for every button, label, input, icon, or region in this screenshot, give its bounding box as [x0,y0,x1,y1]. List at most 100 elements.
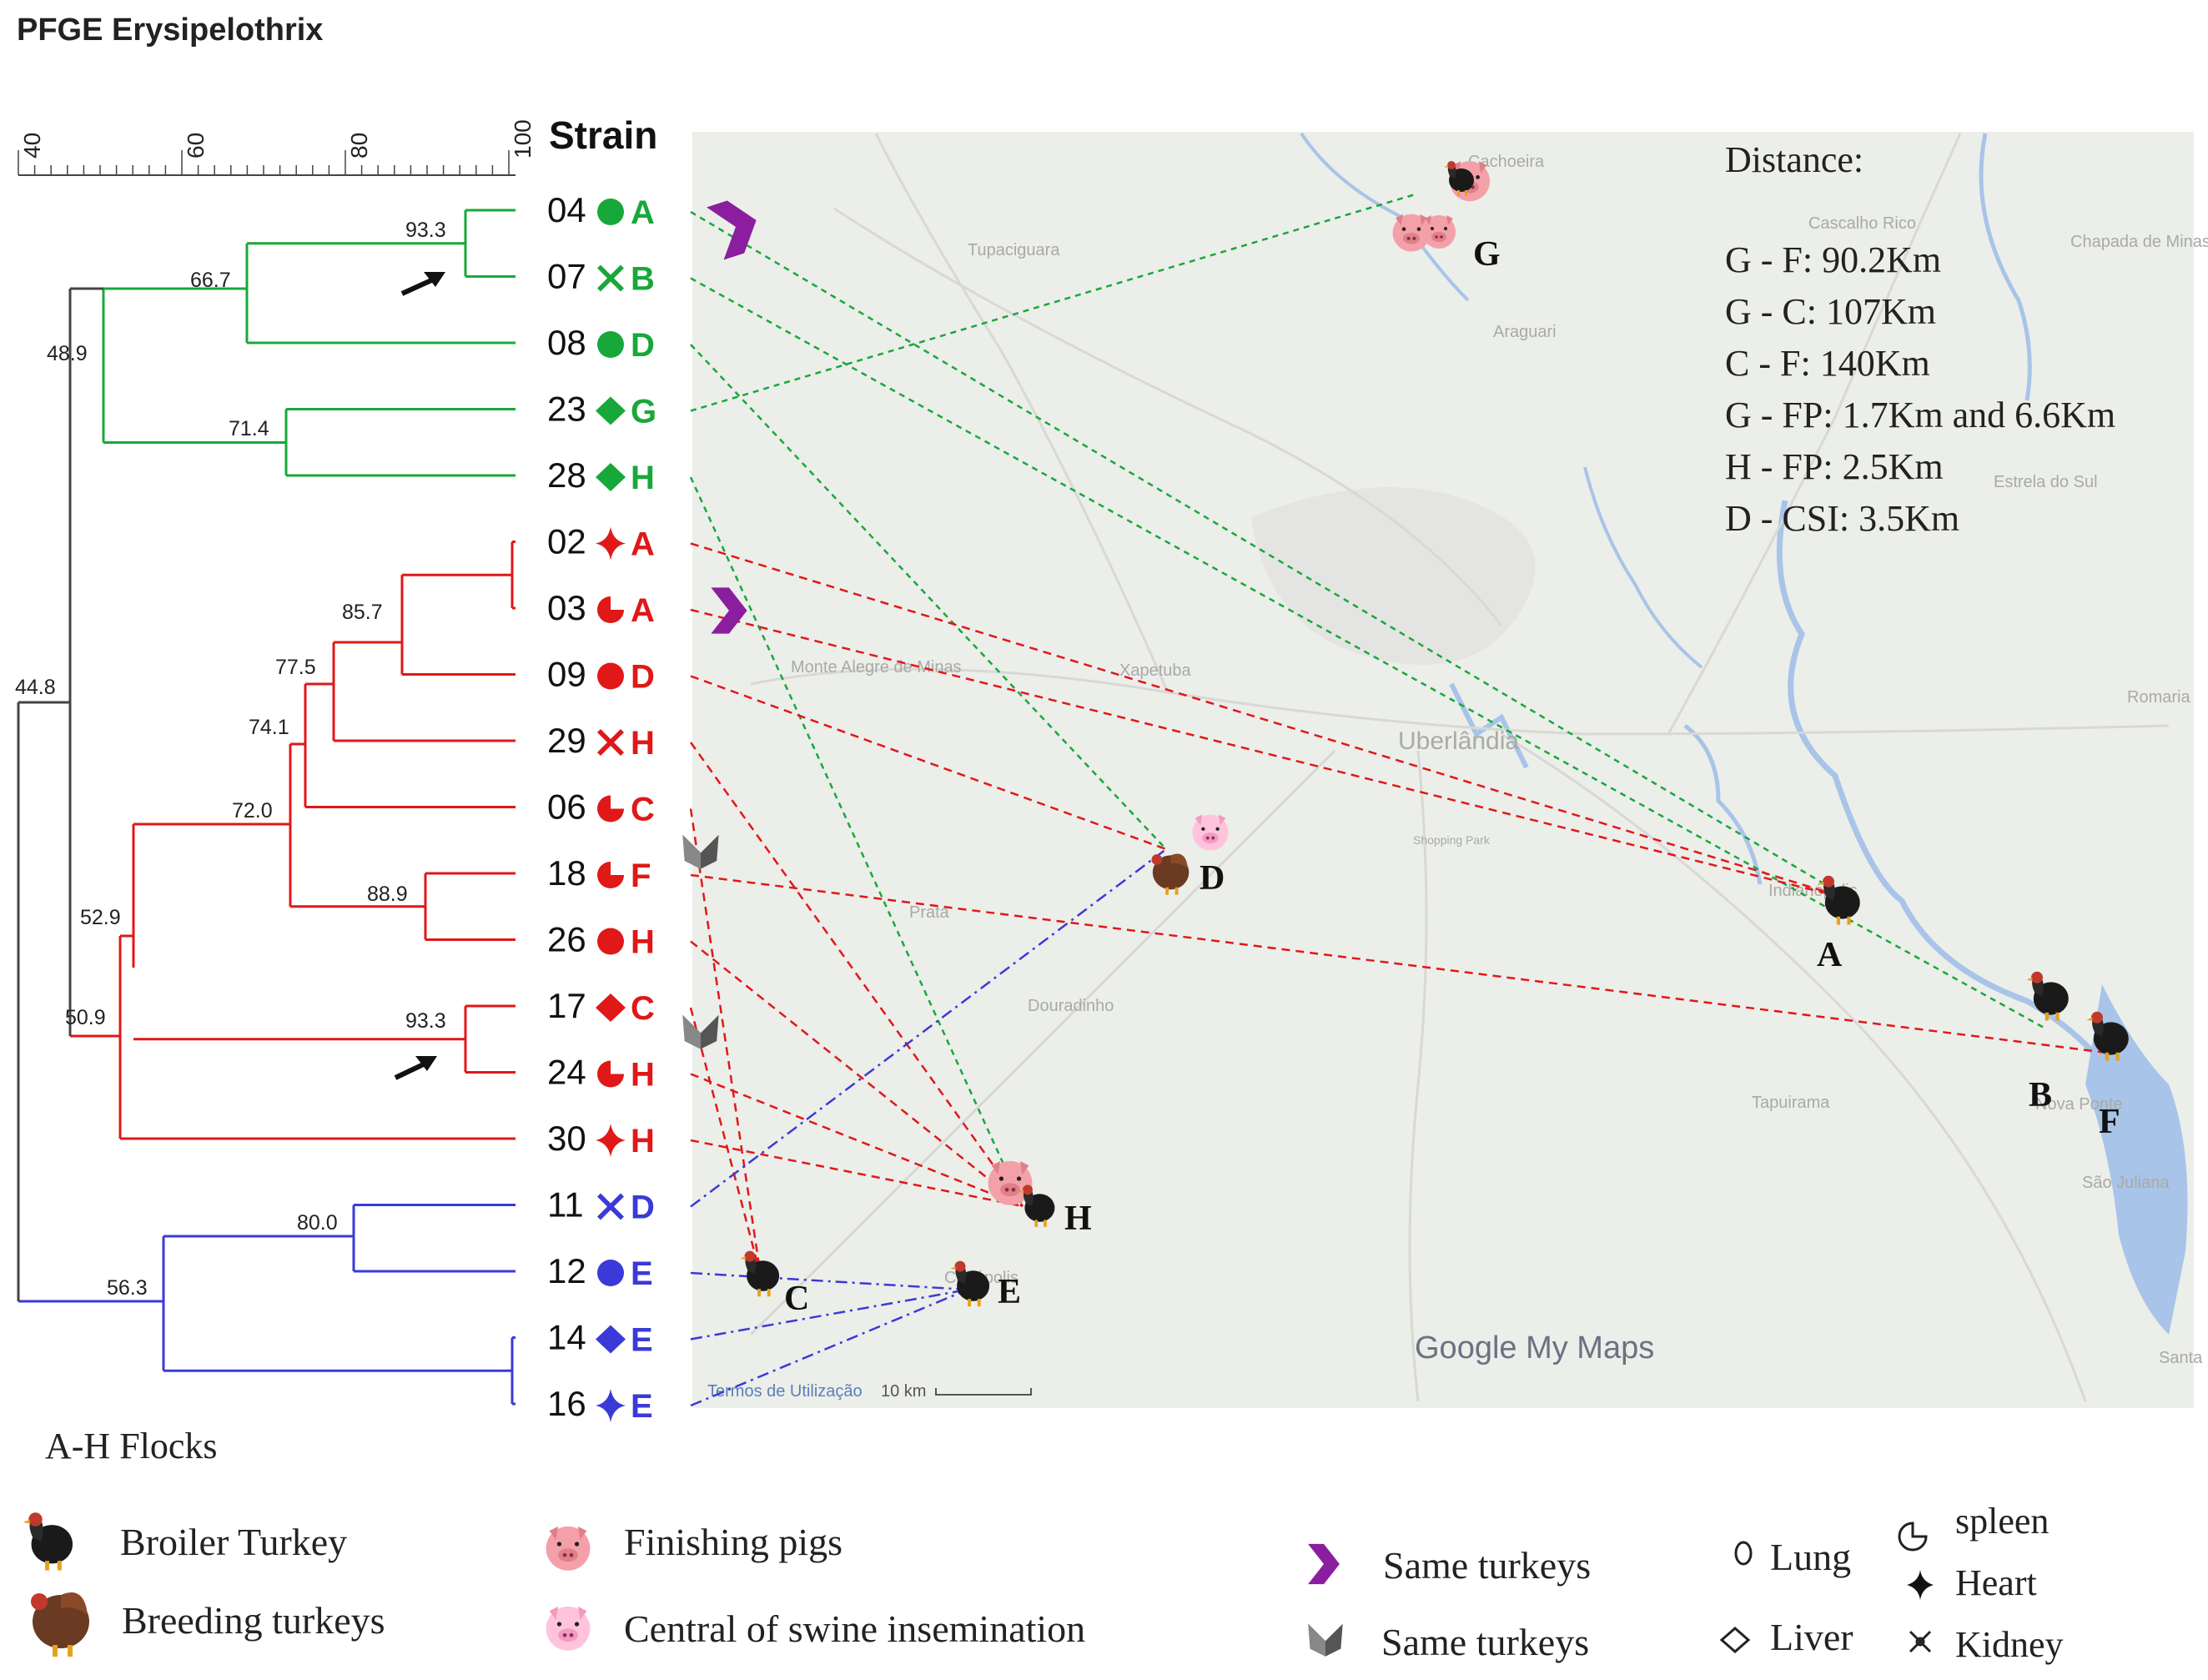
similarity-value: 48.9 [47,342,88,365]
breeding-turkey-icon [31,1592,89,1657]
strain-connector [690,277,2048,1031]
similarity-value: 50.9 [65,1006,106,1029]
insemination-pig-icon [546,1606,591,1651]
broiler-turkey-icon [23,1512,73,1571]
lung-shape-icon [1734,1541,1753,1566]
strain-flock: E [631,1322,653,1359]
strain-connector [690,1288,968,1407]
strain-id: 26 [547,920,586,959]
site-e: E [950,1260,1021,1311]
strain-row: 28 H [547,455,655,496]
strain-flock: H [631,460,655,496]
strain-flock: H [631,1123,655,1159]
scale-tick-100: 100 [510,119,536,158]
strain-id: 09 [547,655,586,694]
strain-flock: F [631,858,651,894]
strain-header: Strain [549,113,657,157]
legend-spleen: spleen [1955,1501,2049,1542]
strain-connector [689,1007,762,1277]
site-label-h: H [1064,1200,1092,1238]
similarity-scale: 40 60 80 100 [18,119,536,176]
kidney-shape-icon [1909,1630,1932,1653]
legend-same2: Same turkeys [1381,1621,1589,1663]
strain-id: 06 [547,787,586,827]
strain-flock: B [631,261,655,298]
map-brand: Google My Maps [1415,1330,1654,1366]
strain-id: 29 [547,721,586,760]
legend-csi: Central of swine insemination [624,1607,1085,1650]
site-b: B [2026,971,2069,1114]
strain-row: 16 E [547,1384,653,1425]
site-label-b: B [2029,1076,2052,1114]
strain-connector [690,1271,968,1291]
legend-heart: Heart [1955,1562,2037,1603]
spleen-tissue-icon [597,1060,624,1088]
similarity-value: 72.0 [232,799,273,822]
strain-flock: H [631,725,655,762]
map-scale-bar [935,1388,1032,1396]
strain-id: 28 [547,455,586,495]
legend-broiler: Broiler Turkey [120,1521,347,1563]
place-sao-juliana: São Juliana [2082,1174,2170,1192]
place-estrela-sul: Estrela do Sul [1994,473,2098,491]
site-a: A [1817,875,1860,974]
lung-tissue-icon [597,331,624,358]
similarity-value: 77.5 [275,656,316,679]
strain-connector [690,192,1419,412]
place-monte-alegre: Monte Alegre de Minas [791,658,962,677]
site-label-e: E [998,1273,1021,1311]
map-terms: Termos de Utilização [707,1382,863,1401]
legend-finishing: Finishing pigs [624,1521,842,1563]
place-romaria: Romaria [2127,688,2190,707]
finishing-pig-icon [1422,215,1456,249]
strain-id: 02 [547,522,586,561]
similarity-value: 93.3 [405,1009,446,1033]
strain-row: 18 F [547,853,651,894]
legend: A-H Flocks Broiler Turkey Breeding turke… [23,1426,2064,1665]
strain-flock: E [631,1388,653,1425]
legend-breeding: Breeding turkeys [122,1599,385,1642]
legend-lung: Lung [1770,1536,1851,1578]
site-g: G [1392,161,1501,274]
same-turkeys-check-icon [1308,1623,1343,1657]
similarity-labels: 93.366.748.971.485.777.574.172.088.993.3… [15,219,446,1300]
map-sites: G D A B F H C E [740,161,2129,1318]
place-uberlandia: Uberlândia [1398,727,1519,755]
strain-id: 18 [547,853,586,893]
strain-id: 23 [547,390,586,429]
strain-flock: A [631,592,655,629]
strain-id: 16 [547,1384,586,1423]
legend-flocks: A-H Flocks [45,1426,218,1466]
place-nova-ponte: Nova Ponte [2035,1095,2123,1114]
similarity-value: 52.9 [80,906,121,929]
map-place-names: Tupaciguara Araguari Cascalho Rico Chapa… [791,153,2208,1367]
legend-liver: Liver [1770,1616,1853,1658]
place-prata: Prata [909,903,950,922]
strain-flock: D [631,327,655,364]
place-cachoeira: Cachoeira [1468,153,1545,171]
distance-g-c: G - C: 107Km [1725,291,1936,332]
scale-tick-80: 80 [346,133,372,158]
strain-connector [690,344,1167,850]
liver-tissue-icon [596,993,626,1022]
liver-tissue-icon [596,396,626,425]
site-label-f: F [2099,1103,2120,1141]
place-chapada-minas: Chapada de Minas [2070,233,2208,251]
strain-row: 07 B [547,257,655,298]
strain-id: 07 [547,257,586,296]
strain-id: 30 [547,1119,586,1158]
similarity-value: 66.7 [190,269,231,292]
similarity-value: 93.3 [405,219,446,242]
distance-panel: Distance: G - F: 90.2Km G - C: 107Km C -… [1725,139,2115,539]
scale-tick-40: 40 [19,133,45,158]
insemination-pig-icon [1192,814,1229,851]
legend-same1: Same turkeys [1383,1544,1591,1587]
distance-g-fp: G - FP: 1.7Km and 6.6Km [1725,395,2115,435]
similarity-value: 88.9 [367,883,408,906]
lung-tissue-icon [597,199,624,225]
place-shopping-park: Shopping Park [1413,833,1491,847]
lung-tissue-icon [597,1260,624,1286]
